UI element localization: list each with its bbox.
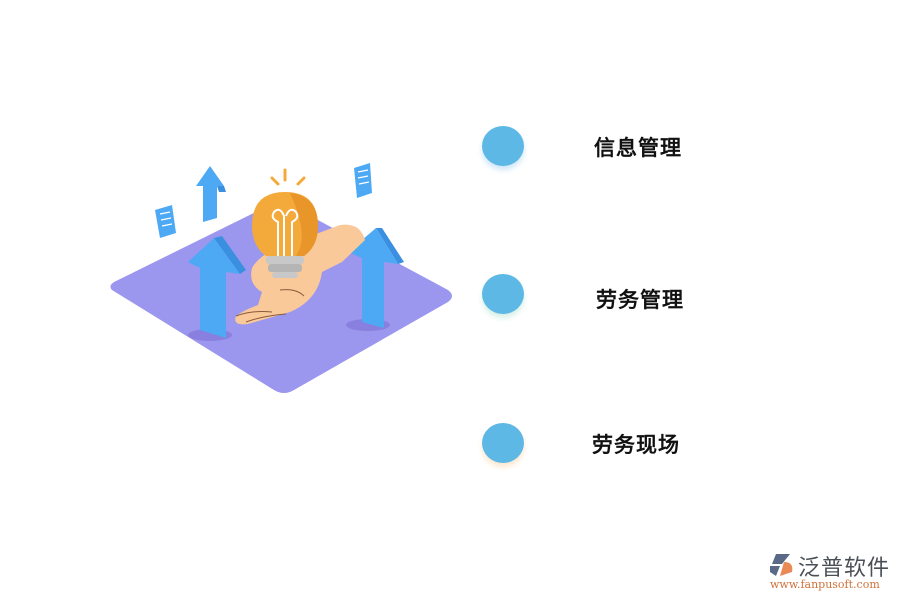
hand-icon bbox=[235, 224, 365, 325]
logo-url: www.fanpusoft.com bbox=[770, 578, 880, 591]
logo-name: 泛普软件 bbox=[798, 556, 891, 581]
item-label: 信息管理 bbox=[594, 136, 682, 160]
list-item-labor-site: 劳务现场 bbox=[482, 423, 742, 467]
fanpu-logo-icon bbox=[770, 554, 793, 576]
list-item-info-management: 信息管理 bbox=[482, 126, 742, 170]
paper-icon-left bbox=[155, 205, 176, 238]
arrow-up-icon-right bbox=[348, 228, 404, 328]
list-item-labor-management: 劳务管理 bbox=[482, 274, 742, 318]
brand-logo: 泛普软件 www.fanpusoft.com bbox=[768, 552, 898, 598]
lightbulb-hand-illustration bbox=[110, 163, 453, 393]
arrow-up-icon-small bbox=[196, 166, 226, 222]
bullet-dot bbox=[482, 423, 524, 463]
bullet-dot bbox=[482, 126, 524, 166]
lightbulb-icon bbox=[252, 168, 318, 278]
item-label: 劳务管理 bbox=[596, 288, 684, 312]
arrow-up-icon-left bbox=[188, 236, 246, 338]
paper-icon-right bbox=[354, 163, 372, 198]
item-label: 劳务现场 bbox=[592, 433, 680, 457]
bullet-dot bbox=[482, 274, 524, 314]
